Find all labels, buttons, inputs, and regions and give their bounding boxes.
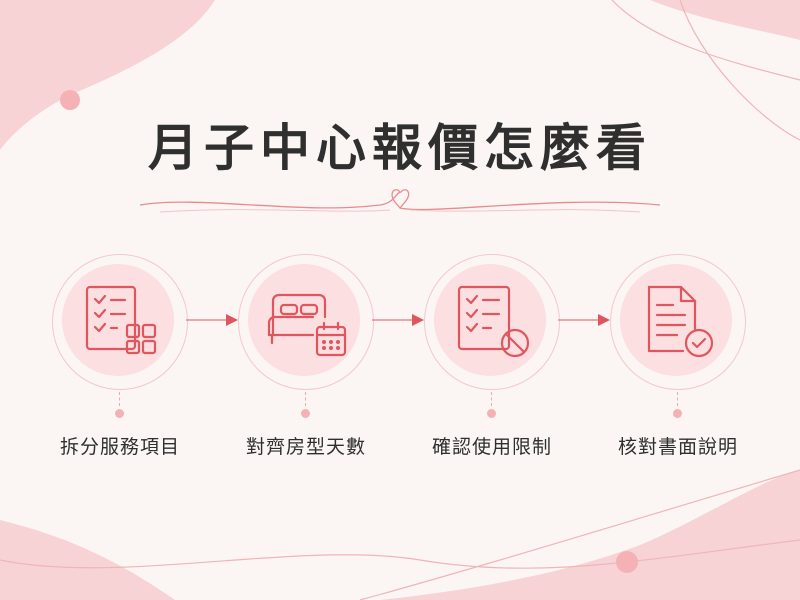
arrow-right-icon xyxy=(372,314,424,326)
decor-dot-top-left xyxy=(60,90,80,110)
step-disc xyxy=(62,264,174,376)
top-left-blob xyxy=(0,0,215,150)
arrow-right-icon xyxy=(186,314,238,326)
top-right-blob xyxy=(650,0,800,40)
bottom-right-blob xyxy=(380,470,800,600)
step-label: 核對書面說明 xyxy=(617,436,738,458)
step-disc xyxy=(434,264,546,376)
bottom-left-blob xyxy=(0,520,175,600)
step-label: 確認使用限制 xyxy=(431,436,552,458)
step-disc xyxy=(248,264,360,376)
title-divider xyxy=(139,189,661,211)
step-disc xyxy=(620,264,732,376)
checklist-with-prohibited-icon xyxy=(457,285,530,358)
arrow-right-icon xyxy=(558,314,610,326)
decor-dot-bottom-right xyxy=(616,551,638,573)
step-label: 對齊房型天數 xyxy=(245,436,366,458)
step-verify-written-terms: 核對書面說明 xyxy=(608,254,748,458)
step-match-room-days: 對齊房型天數 xyxy=(236,254,376,458)
checklist-with-grid-icon xyxy=(85,285,157,355)
document-with-check-icon xyxy=(647,285,714,358)
step-split-services: 拆分服務項目 xyxy=(50,254,190,458)
bed-with-calendar-icon xyxy=(267,293,347,357)
step-confirm-restrictions: 確認使用限制 xyxy=(422,254,562,458)
page-title: 月子中心報價怎麼看 xyxy=(148,118,652,177)
step-label: 拆分服務項目 xyxy=(59,436,180,458)
